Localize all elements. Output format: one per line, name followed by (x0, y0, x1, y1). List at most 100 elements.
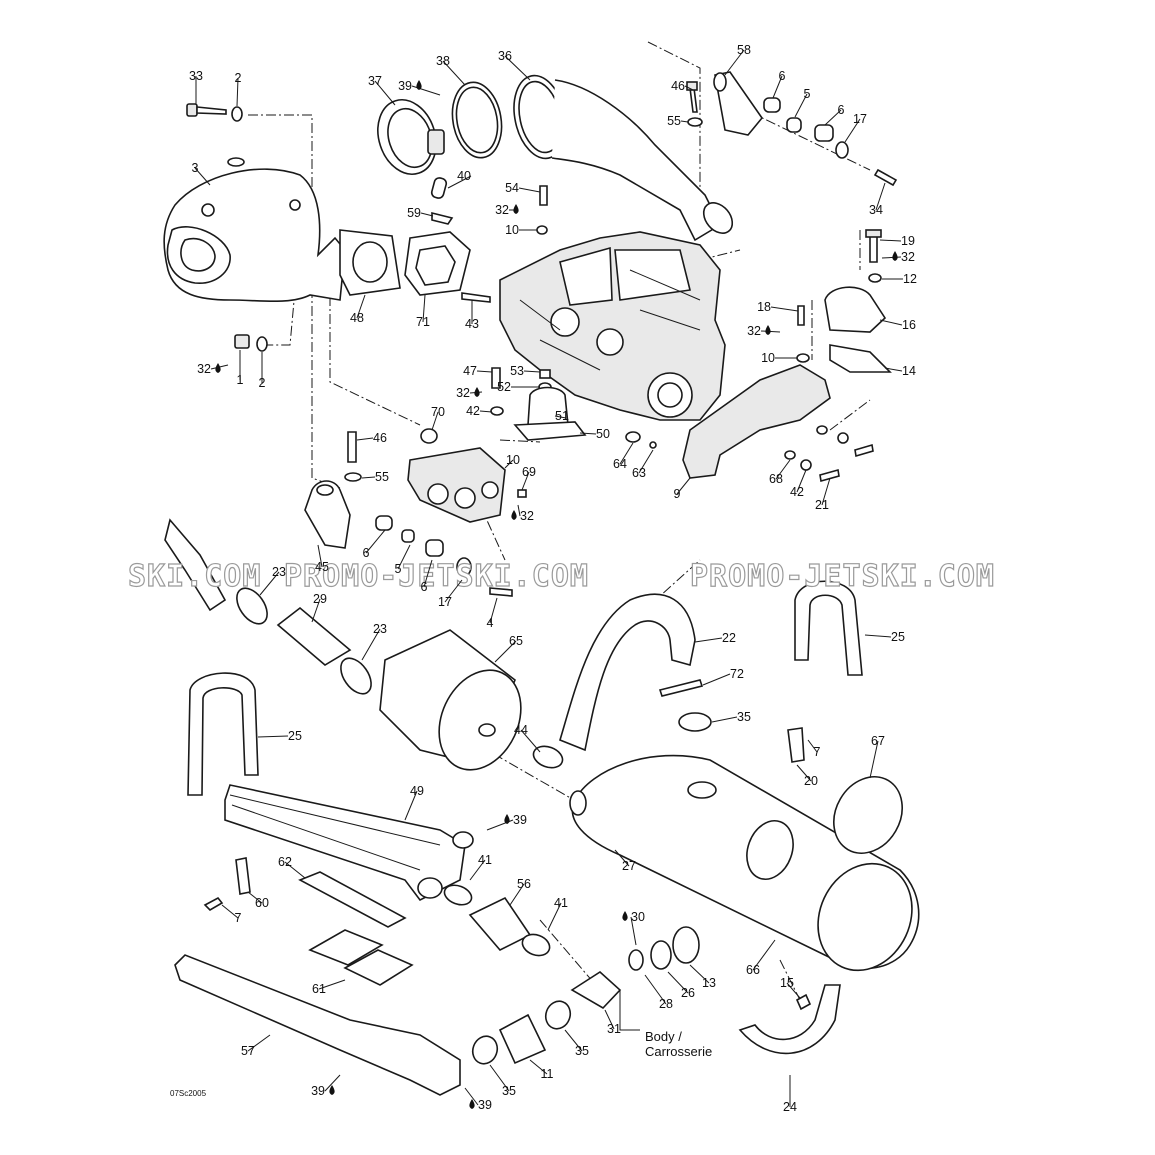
bolt-18-shape (797, 305, 805, 326)
callout-label: 24 (783, 1100, 797, 1114)
leader-line (676, 477, 691, 495)
callout-label: 19 (901, 234, 915, 248)
callout-label: 5 (804, 87, 811, 101)
reference-code: 07Sc2005 (170, 1089, 207, 1098)
callout-label: 6 (421, 580, 428, 594)
callout-label: 34 (869, 203, 883, 217)
gasket-48-shape (339, 229, 401, 296)
hose-22-shape (559, 593, 696, 752)
hose-11-shape (498, 1013, 547, 1065)
callout-label: 10 (761, 351, 775, 365)
callout-label: 53 (510, 364, 524, 378)
leader-line (318, 979, 346, 990)
droplet-icon (765, 325, 771, 335)
bolt-46-lower-shape (347, 431, 357, 463)
droplet-icon (469, 1099, 475, 1109)
bushings-lower-shape (375, 515, 513, 597)
leader-line (770, 306, 799, 312)
leader-line (547, 902, 562, 931)
callout-label: 25 (288, 729, 302, 743)
leader-line (529, 1059, 548, 1075)
muffler-27-shape (569, 754, 920, 972)
leader-line (284, 861, 306, 879)
clamp-35-shape (678, 712, 712, 732)
callout-label: 2 (235, 71, 242, 85)
fitting-31-shape (570, 970, 622, 1010)
callout-label: 59 (407, 206, 421, 220)
callout-label: 12 (903, 272, 917, 286)
leader-line (411, 85, 441, 96)
leader-line (494, 640, 517, 663)
callout-label: 10 (505, 223, 519, 237)
leader-line (422, 294, 426, 323)
leader-line (361, 628, 381, 661)
leader-line (444, 579, 463, 603)
leader-line (869, 740, 879, 779)
callout-label: 29 (313, 592, 327, 606)
leader-line (796, 764, 812, 782)
resonator-65-shape (379, 629, 522, 771)
leader-line (476, 370, 493, 373)
droplet-icon (329, 1085, 335, 1095)
bushing-70-shape (420, 428, 438, 444)
bracket-9-shape (682, 364, 831, 479)
rear-mount-shape (824, 229, 892, 373)
callout-label: 35 (502, 1084, 516, 1098)
leader-line (356, 294, 366, 319)
leader-line (247, 1034, 271, 1052)
leader-line (236, 77, 239, 107)
pad-61a-shape (308, 929, 384, 966)
leader-line (431, 411, 439, 431)
leader-line (518, 187, 541, 193)
callout-label: 22 (722, 631, 736, 645)
callout-label: 27 (622, 859, 636, 873)
leader-line (489, 1064, 510, 1092)
bolt-46-shape (689, 87, 698, 113)
callout-label: 13 (702, 976, 716, 990)
leader-line (775, 459, 791, 480)
hose-end-shape (164, 518, 227, 612)
callout-label: 57 (241, 1044, 255, 1058)
leader-line (489, 597, 498, 624)
callout-label: 39 (478, 1098, 492, 1112)
leader-lines (194, 49, 903, 1107)
nut-1-shape (234, 334, 250, 349)
tie-72-shape (658, 679, 704, 697)
leader-line (630, 916, 637, 946)
callout-label: 64 (613, 457, 627, 471)
droplet-icon (513, 204, 519, 214)
callout-label: 33 (189, 69, 203, 83)
adaptor-71-shape (404, 231, 471, 296)
leader-line (365, 529, 386, 554)
leader-line (423, 559, 433, 588)
leader-line (644, 974, 667, 1005)
leader-line (324, 1074, 341, 1092)
leader-line (702, 673, 731, 686)
callout-label: 62 (278, 855, 292, 869)
leader-line (824, 109, 842, 126)
callout-label: 32 (747, 324, 761, 338)
clamp-44-shape (532, 745, 564, 769)
callout-label: 31 (607, 1022, 621, 1036)
leader-line (311, 598, 321, 623)
droplet-icon (416, 80, 422, 90)
callout-label: 5 (395, 562, 402, 576)
leader-line (374, 80, 396, 106)
droplet-icon (892, 251, 898, 261)
callout-label: 41 (478, 853, 492, 867)
leader-line (247, 891, 263, 904)
callout-label: 14 (902, 364, 916, 378)
callout-label: 43 (465, 317, 479, 331)
sleeve-40-shape (430, 177, 448, 199)
watermark-3: PROMO-JETSKI.COM (690, 559, 995, 594)
strap-24-shape (738, 984, 841, 1055)
leader-line (604, 1009, 615, 1030)
leader-line (879, 319, 903, 326)
leader-line (523, 370, 541, 373)
leader-line (879, 239, 902, 242)
leader-line (881, 256, 902, 259)
leader-line (520, 729, 541, 753)
watermark-2: PROMO-JETSKI.COM (284, 559, 589, 594)
callout-label: 21 (815, 498, 829, 512)
